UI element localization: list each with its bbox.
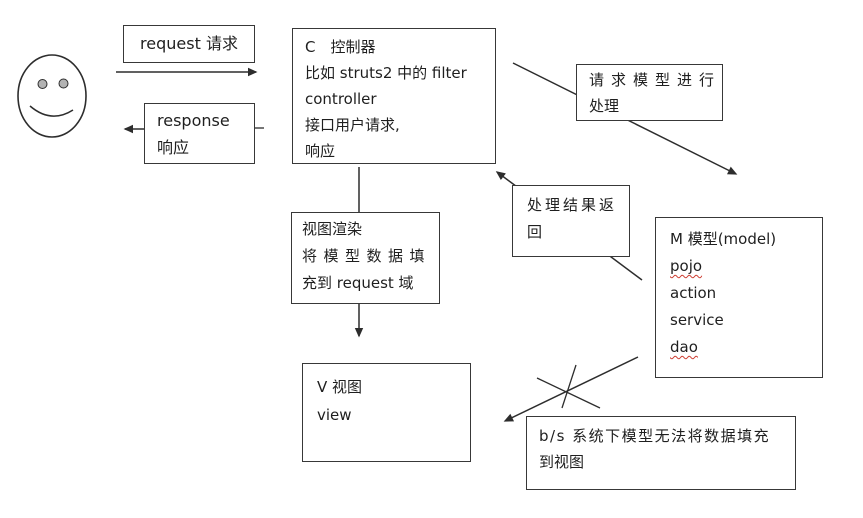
view-render-note-box: 视图渲染 将模型数据填 充到 request 域: [291, 212, 440, 304]
result-return-line-1: 处理结果返: [527, 196, 618, 214]
result-return-line-2: 回: [527, 223, 543, 241]
controller-desc-3: 接口用户请求,: [305, 116, 400, 134]
cross-out-mark-line-1: [536, 377, 601, 409]
request-label: request 请求: [140, 34, 238, 53]
request-model-note-line-1: 请求模型进行: [589, 71, 722, 89]
response-label-box: response 响应: [144, 103, 255, 164]
view-render-line-1: 视图渲染: [302, 220, 363, 238]
model-box: M 模型(model) pojo action service dao: [655, 217, 823, 378]
view-render-line-3: 充到 request 域: [302, 274, 414, 292]
bs-limitation-note-box: b/s 系统下模型无法将数据填充 到视图: [526, 416, 796, 490]
controller-desc-2: controller: [305, 90, 377, 108]
request-model-note-line-2: 处理: [589, 97, 620, 115]
controller-box: C 控制器 比如 struts2 中的 filter controller 接口…: [292, 28, 496, 164]
model-item-service: service: [670, 311, 724, 329]
controller-desc-1: 比如 struts2 中的 filter: [305, 64, 467, 82]
response-label-en: response: [157, 111, 230, 130]
request-model-note-box: 请求模型进行 处理: [576, 64, 723, 121]
view-label-en: view: [317, 406, 352, 424]
controller-title: C 控制器: [305, 38, 376, 56]
request-label-box: request 请求: [123, 25, 255, 63]
cross-out-mark-line-2: [561, 364, 577, 409]
view-render-line-2: 将模型数据填: [302, 247, 432, 265]
model-item-action: action: [670, 284, 717, 302]
controller-desc-4: 响应: [305, 142, 336, 160]
model-title: M 模型(model): [670, 230, 777, 248]
bs-note-line-1: b/s 系统下模型无法将数据填充: [539, 427, 771, 445]
view-title: V 视图: [317, 378, 363, 396]
model-item-pojo: pojo: [670, 257, 703, 275]
bs-note-line-2: 到视图: [539, 453, 585, 471]
model-to-view-crossed-arrow: [503, 356, 639, 422]
model-item-dao: dao: [670, 338, 698, 356]
view-box: V 视图 view: [302, 363, 471, 462]
result-return-note-box: 处理结果返 回: [512, 185, 630, 257]
response-label-cn: 响应: [157, 138, 190, 157]
smiley-face-icon: [17, 54, 87, 138]
